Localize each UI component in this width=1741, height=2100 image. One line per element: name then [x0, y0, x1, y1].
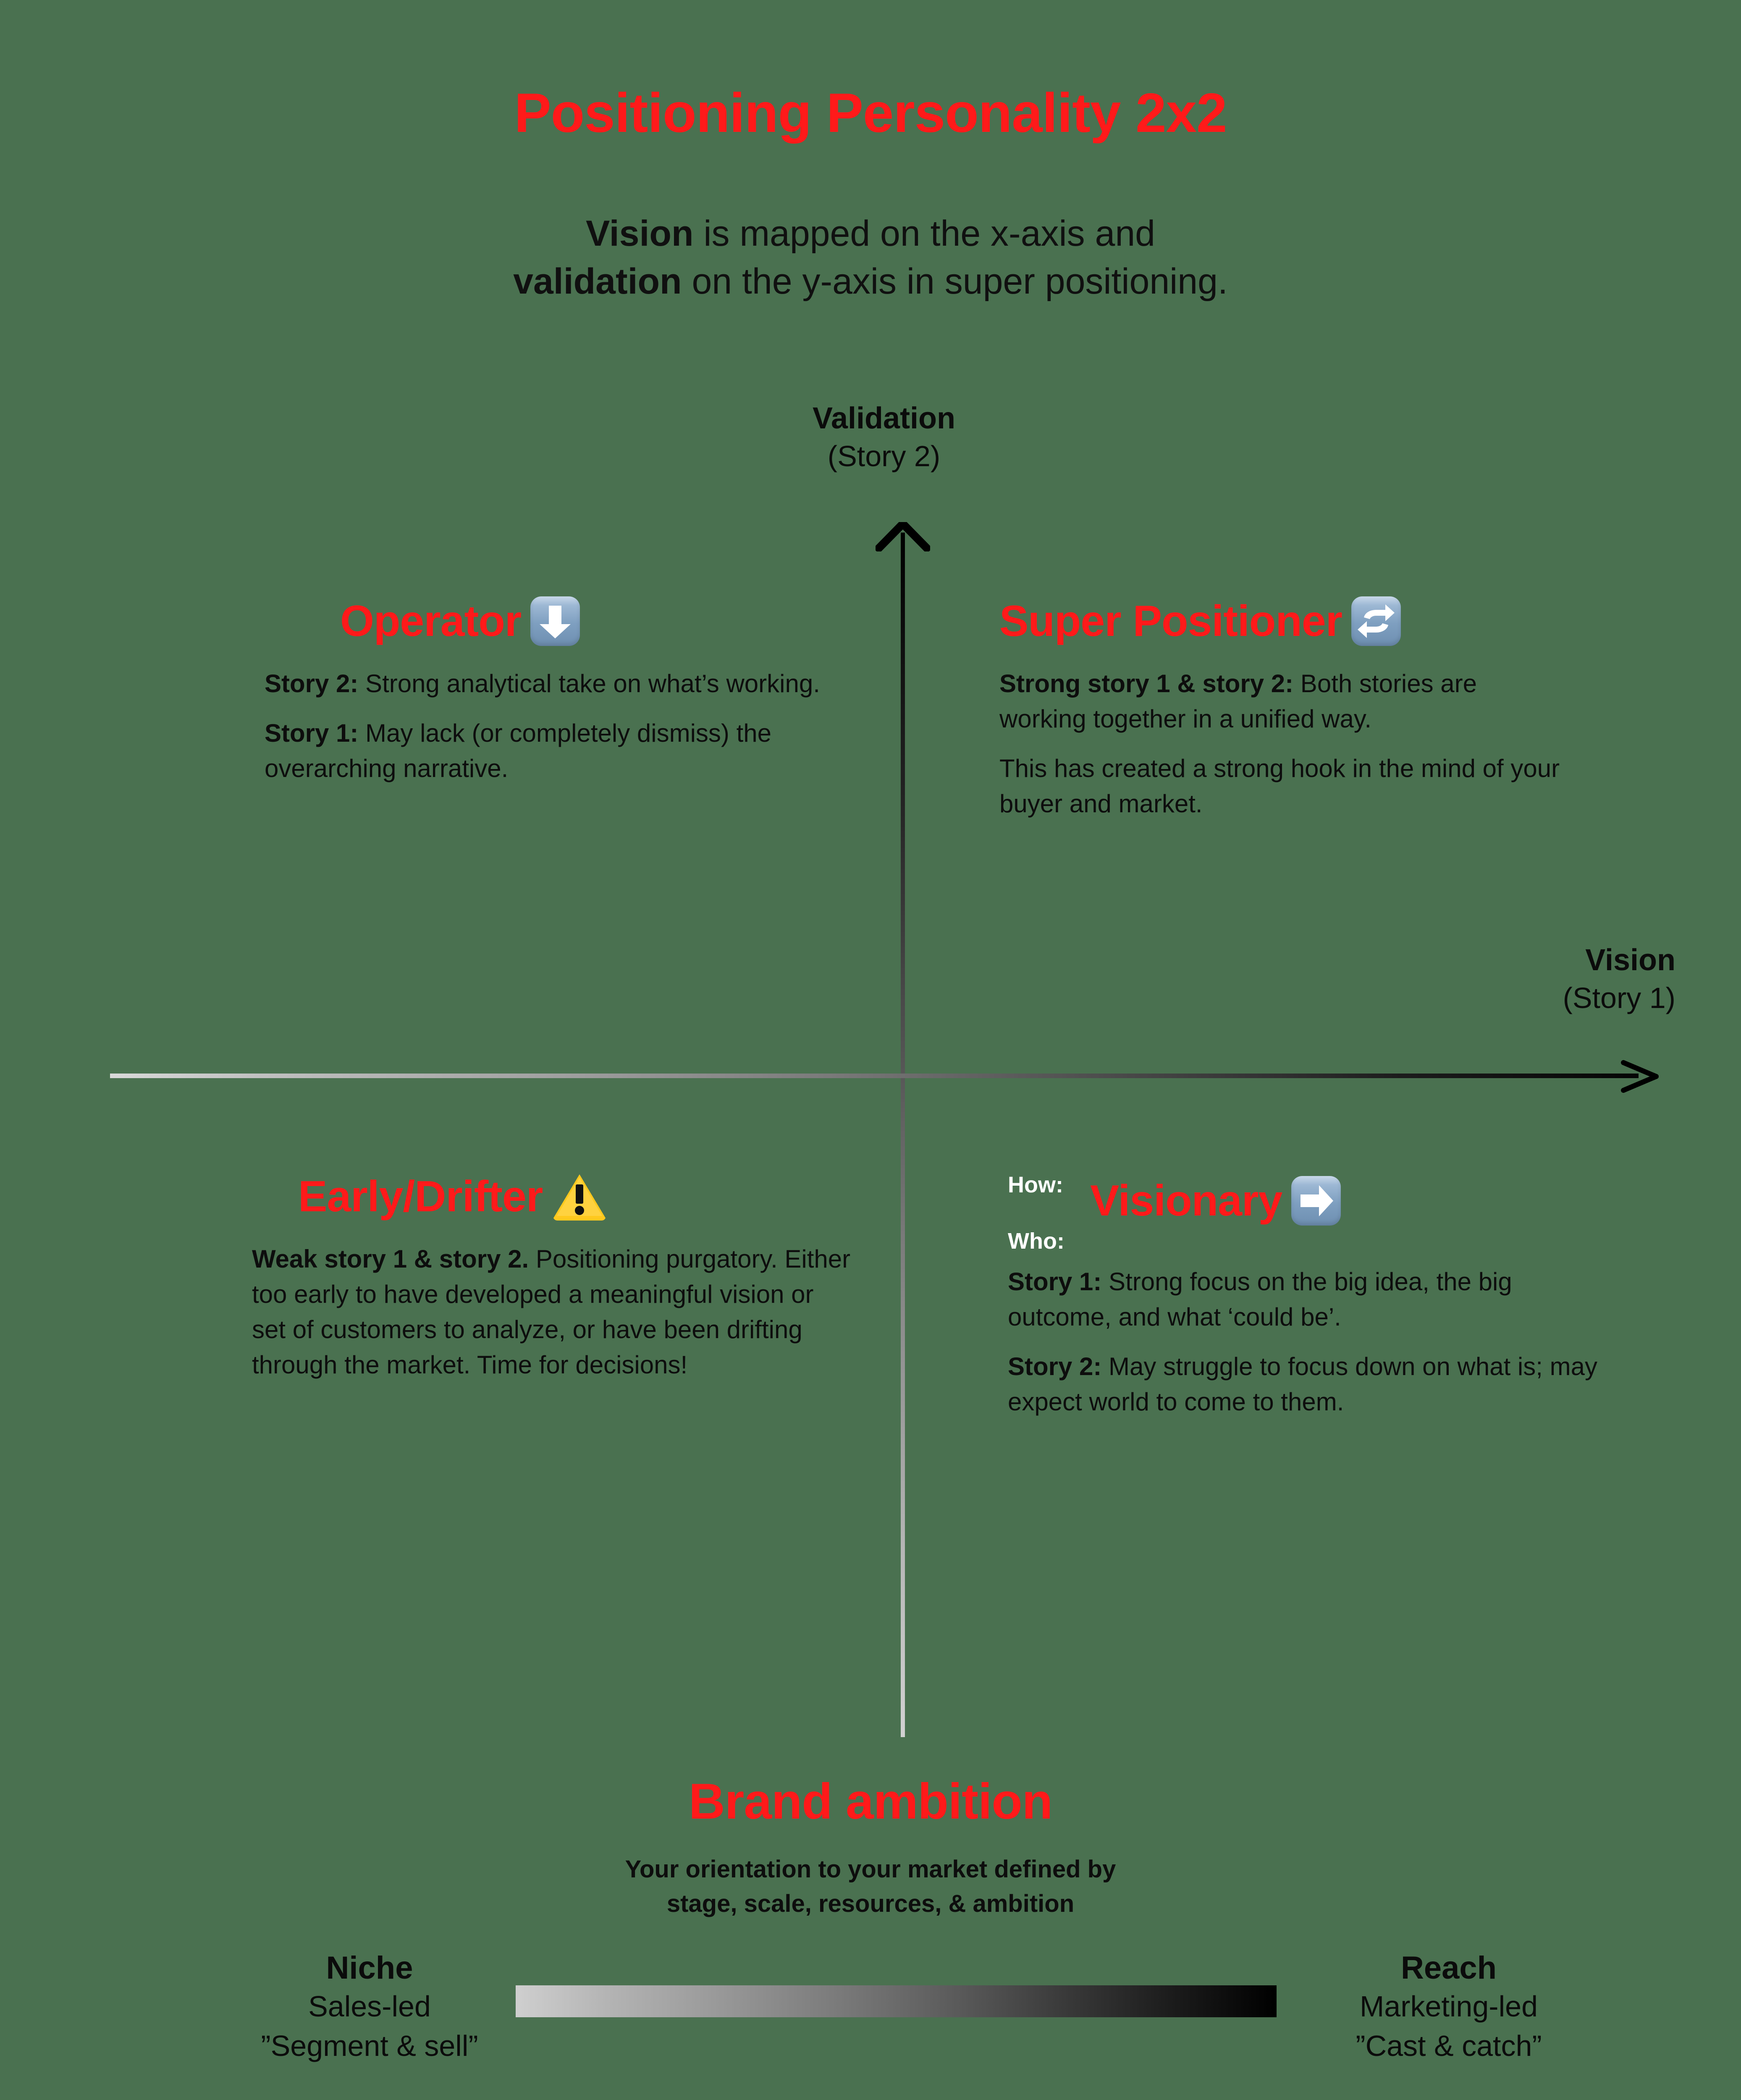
- line-text: May lack (or completely dismiss) the ove…: [265, 719, 771, 782]
- y-axis-arrowhead-icon: [876, 522, 930, 551]
- brand-scale-right-line-1: Marketing-led: [1359, 1990, 1538, 2023]
- line-text: Strong focus on the big idea, the big ou…: [1008, 1268, 1512, 1331]
- quadrant-visionary-line-1: Story 1: Strong focus on the big idea, t…: [1008, 1264, 1613, 1335]
- line-text: Positioning purgatory. Either too early …: [252, 1245, 851, 1379]
- visionary-who-label: Who:: [1008, 1228, 1065, 1254]
- x-axis-arrowhead-icon: [1621, 1060, 1659, 1093]
- line-label: Story 2:: [1008, 1352, 1102, 1381]
- line-label: Strong story 1 & story 2:: [999, 669, 1294, 698]
- quadrant-visionary: How: Who: Visionary Story 1: Strong focu…: [1008, 1172, 1613, 1420]
- quadrant-early-drifter-title: Early/Drifter: [298, 1172, 543, 1221]
- quadrant-super-positioner: Super Positioner Strong story 1 & story …: [999, 596, 1562, 822]
- subtitle-emphasis-vision: Vision: [585, 213, 694, 254]
- subtitle-line-2: validation on the y-axis in super positi…: [0, 258, 1741, 306]
- brand-ambition-gradient-bar: [516, 1985, 1277, 2017]
- subtitle-emphasis-validation: validation: [513, 261, 682, 302]
- subtitle-text-2: on the y-axis in super positioning.: [682, 261, 1228, 302]
- brand-scale-left: Niche Sales-led ”Segment & sell”: [181, 1949, 558, 2066]
- x-axis-label: Vision (Story 1): [1386, 941, 1675, 1017]
- quadrant-visionary-header-wrap: How: Who: Visionary: [1008, 1172, 1613, 1252]
- line-text: May struggle to focus down on what is; m…: [1008, 1352, 1597, 1416]
- line-text: This has created a strong hook in the mi…: [999, 754, 1560, 818]
- line-label: Story 1:: [1008, 1268, 1102, 1296]
- x-axis-line: [110, 1074, 1639, 1078]
- subtitle-text-1: is mapped on the x-axis and: [693, 213, 1156, 254]
- quadrant-operator-body: Story 2: Strong analytical take on what’…: [265, 666, 823, 786]
- right-arrow-button-icon: [1291, 1176, 1341, 1226]
- page-subtitle: Vision is mapped on the x-axis and valid…: [0, 210, 1741, 305]
- line-text: Strong analytical take on what’s working…: [358, 669, 820, 698]
- quadrant-super-positioner-title: Super Positioner: [999, 597, 1342, 646]
- quadrant-operator-line-2: Story 1: May lack (or completely dismiss…: [265, 716, 823, 786]
- brand-scale-left-line-1: Sales-led: [308, 1990, 431, 2023]
- quadrant-super-positioner-line-1: Strong story 1 & story 2: Both stories a…: [999, 666, 1562, 737]
- y-axis-line: [901, 533, 905, 1737]
- quadrant-operator-title: Operator: [340, 597, 522, 646]
- quadrant-super-positioner-line-2: This has created a strong hook in the mi…: [999, 751, 1562, 822]
- brand-ambition-title: Brand ambition: [688, 1773, 1053, 1830]
- line-label: Weak story 1 & story 2.: [252, 1245, 529, 1273]
- quadrant-visionary-header: Visionary: [1008, 1176, 1613, 1226]
- subtitle-line-1: Vision is mapped on the x-axis and: [0, 210, 1741, 258]
- down-arrow-button-icon: [530, 596, 580, 646]
- line-label: Story 2:: [265, 669, 359, 698]
- quadrant-operator-header: Operator: [265, 596, 823, 646]
- quadrant-visionary-line-2: Story 2: May struggle to focus down on w…: [1008, 1349, 1613, 1420]
- brand-scale-left-title: Niche: [326, 1950, 413, 1986]
- brand-subtitle-line-2: stage, scale, resources, & ambition: [666, 1890, 1075, 1918]
- y-axis-label: Validation (Story 2): [739, 399, 1029, 475]
- brand-scale-right-title: Reach: [1400, 1950, 1497, 1986]
- brand-ambition-subtitle: Your orientation to your market defined …: [451, 1852, 1290, 1922]
- quadrant-operator: Operator Story 2: Strong analytical take…: [265, 596, 823, 786]
- line-label: Story 1:: [265, 719, 359, 747]
- warning-sign-icon: [552, 1172, 607, 1221]
- quadrant-early-drifter-line-1: Weak story 1 & story 2. Positioning purg…: [252, 1242, 852, 1383]
- brand-scale-right-line-2: ”Cast & catch”: [1356, 2029, 1542, 2062]
- quadrant-early-drifter-body: Weak story 1 & story 2. Positioning purg…: [252, 1242, 852, 1383]
- quadrant-operator-line-1: Story 2: Strong analytical take on what’…: [265, 666, 823, 701]
- brand-subtitle-line-1: Your orientation to your market defined …: [625, 1856, 1116, 1883]
- brand-scale-left-line-2: ”Segment & sell”: [261, 2029, 478, 2062]
- quadrant-visionary-body: Story 1: Strong focus on the big idea, t…: [1008, 1264, 1613, 1420]
- repeat-button-icon: [1351, 596, 1401, 646]
- quadrant-early-drifter: Early/Drifter Weak story 1 & story 2. Po…: [252, 1172, 852, 1383]
- brand-scale-right: Reach Marketing-led ”Cast & catch”: [1260, 1949, 1638, 2066]
- x-axis-label-sub: (Story 1): [1563, 982, 1675, 1015]
- line-text: Both stories are working together in a u…: [999, 669, 1477, 733]
- quadrant-early-drifter-header: Early/Drifter: [252, 1172, 852, 1221]
- quadrant-super-positioner-header: Super Positioner: [999, 596, 1562, 646]
- y-axis-label-title: Validation: [812, 402, 956, 435]
- x-axis-label-title: Vision: [1585, 943, 1675, 977]
- y-axis-label-sub: (Story 2): [827, 440, 941, 473]
- page-title: Positioning Personality 2x2: [514, 82, 1227, 144]
- quadrant-super-positioner-body: Strong story 1 & story 2: Both stories a…: [999, 666, 1562, 822]
- visionary-how-label: How:: [1008, 1172, 1063, 1197]
- quadrant-visionary-title: Visionary: [1090, 1176, 1282, 1225]
